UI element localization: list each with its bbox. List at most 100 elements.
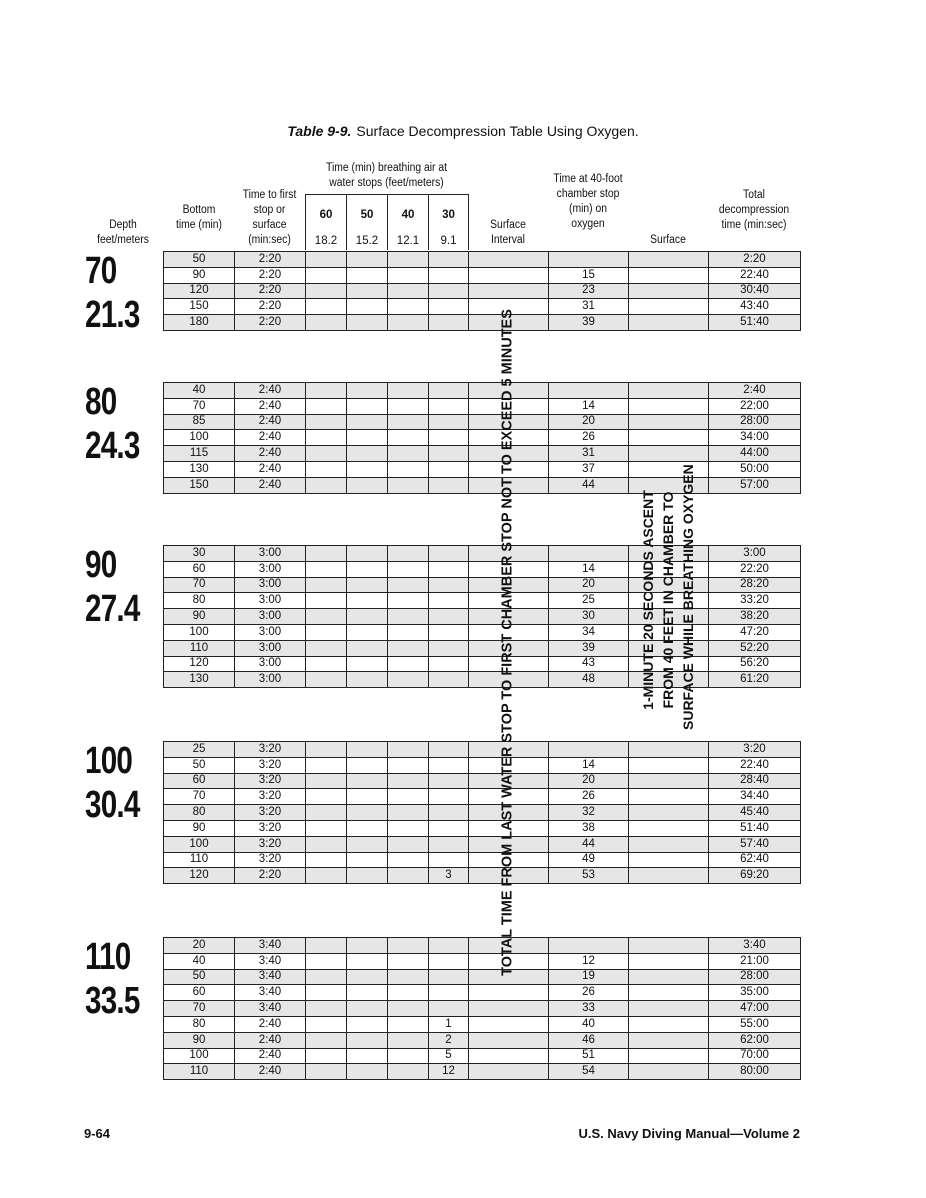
cell-time-to-first-stop: 3:20 <box>234 756 306 774</box>
cell-chamber-stop: 26 <box>548 788 629 806</box>
cell-surface-interval <box>468 867 549 885</box>
manual-title: U.S. Navy Diving Manual—Volume 2 <box>578 1126 800 1141</box>
cell-stop-30 <box>428 397 469 415</box>
cell-chamber-stop: 39 <box>548 639 629 657</box>
cell-stop-30 <box>428 1000 469 1017</box>
cell-time-to-first-stop: 2:20 <box>234 282 306 300</box>
cell-stop-50 <box>346 804 388 821</box>
cell-bottom-time: 100 <box>163 623 235 641</box>
cell-stop-50 <box>346 266 388 284</box>
cell-surface <box>628 788 709 806</box>
cell-stop-50 <box>346 251 388 268</box>
cell-surface-interval <box>468 592 549 610</box>
cell-time-to-first-stop: 2:40 <box>234 476 306 494</box>
cell-surface <box>628 804 709 821</box>
cell-surface <box>628 282 709 300</box>
depth-feet: 80 <box>85 381 117 423</box>
cell-stop-60 <box>305 314 347 331</box>
surface-note-line-3: SURFACE WHILE BREATHING OXYGEN <box>680 464 696 730</box>
cell-stop-60 <box>305 251 347 268</box>
cell-total-time: 61:20 <box>708 671 801 689</box>
stop-header-30: 30 9.1 <box>428 194 469 250</box>
cell-surface-interval <box>468 413 549 431</box>
cell-chamber-stop: 15 <box>548 266 629 284</box>
cell-stop-50 <box>346 445 388 462</box>
cell-chamber-stop: 53 <box>548 867 629 885</box>
cell-stop-40 <box>387 788 429 806</box>
cell-bottom-time: 60 <box>163 984 235 1002</box>
cell-bottom-time: 120 <box>163 867 235 885</box>
cell-chamber-stop <box>548 382 629 399</box>
cell-stop-60 <box>305 545 347 562</box>
cell-surface <box>628 1000 709 1017</box>
cell-stop-30 <box>428 741 469 758</box>
cell-chamber-stop: 39 <box>548 314 629 331</box>
cell-stop-60 <box>305 1047 347 1065</box>
cell-stop-30: 12 <box>428 1063 469 1081</box>
cell-stop-50 <box>346 382 388 399</box>
cell-total-time: 70:00 <box>708 1047 801 1065</box>
cell-surface-interval <box>468 741 549 758</box>
cell-stop-50 <box>346 741 388 758</box>
depth-meters: 30.4 <box>85 784 140 826</box>
cell-stop-50 <box>346 1031 388 1049</box>
cell-stop-60 <box>305 1000 347 1017</box>
cell-stop-40 <box>387 835 429 853</box>
cell-stop-40 <box>387 952 429 970</box>
cell-stop-40 <box>387 968 429 986</box>
cell-bottom-time: 110 <box>163 1063 235 1081</box>
cell-stop-30 <box>428 819 469 837</box>
cell-stop-40 <box>387 1063 429 1081</box>
cell-total-time: 50:00 <box>708 460 801 478</box>
cell-total-time: 28:00 <box>708 413 801 431</box>
cell-stop-60 <box>305 867 347 885</box>
cell-surface <box>628 984 709 1002</box>
cell-total-time: 44:00 <box>708 445 801 462</box>
cell-stop-40 <box>387 445 429 462</box>
cell-total-time: 80:00 <box>708 1063 801 1081</box>
cell-total-time: 2:40 <box>708 382 801 399</box>
cell-surface-interval <box>468 968 549 986</box>
cell-surface <box>628 608 709 625</box>
cell-stop-60 <box>305 655 347 673</box>
header-time-to-first-stop: Time to first stop or surface (min:sec) <box>242 189 297 246</box>
cell-bottom-time: 40 <box>163 382 235 399</box>
cell-bottom-time: 100 <box>163 835 235 853</box>
cell-stop-50 <box>346 560 388 578</box>
cell-bottom-time: 60 <box>163 772 235 790</box>
cell-stop-40 <box>387 671 429 689</box>
cell-chamber-stop: 54 <box>548 1063 629 1081</box>
cell-stop-40 <box>387 413 429 431</box>
cell-total-time: 22:20 <box>708 560 801 578</box>
cell-stop-30 <box>428 655 469 673</box>
cell-chamber-stop: 34 <box>548 623 629 641</box>
cell-stop-60 <box>305 608 347 625</box>
cell-surface-interval <box>468 251 549 268</box>
cell-stop-40 <box>387 298 429 316</box>
cell-stop-50 <box>346 298 388 316</box>
cell-stop-40 <box>387 1031 429 1049</box>
surface-note-line-1: 1-MINUTE 20 SECONDS ASCENT <box>640 490 656 710</box>
cell-stop-50 <box>346 592 388 610</box>
cell-total-time: 62:40 <box>708 851 801 869</box>
cell-total-time: 22:40 <box>708 266 801 284</box>
cell-chamber-stop: 26 <box>548 984 629 1002</box>
cell-bottom-time: 85 <box>163 413 235 431</box>
table-caption: Surface Decompression Table Using Oxygen… <box>356 123 639 139</box>
cell-time-to-first-stop: 3:40 <box>234 968 306 986</box>
